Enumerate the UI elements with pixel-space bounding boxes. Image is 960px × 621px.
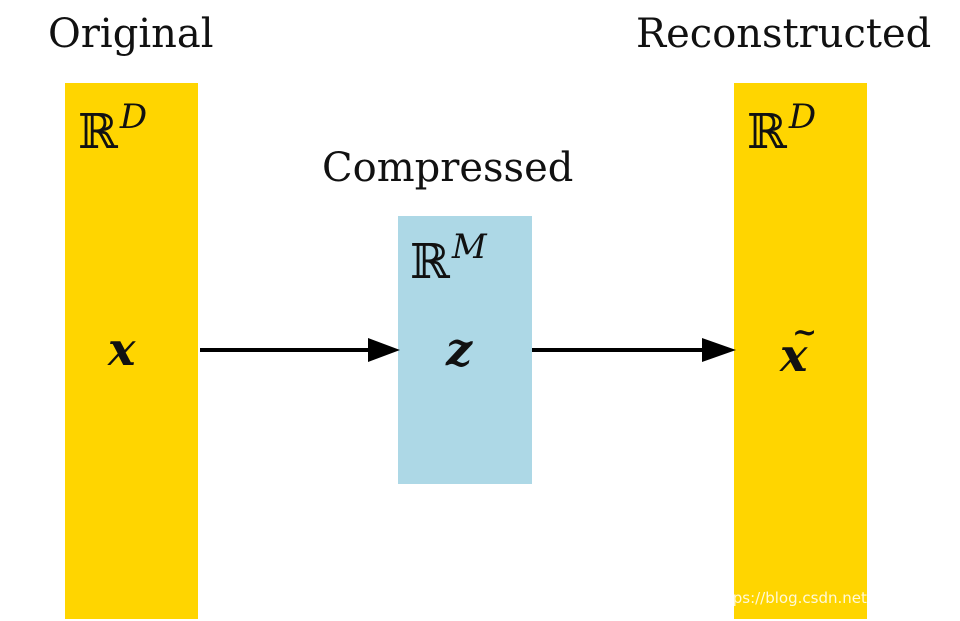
original-title: Original xyxy=(48,11,214,57)
original-space-base: ℝ xyxy=(78,104,118,160)
original-space-label: ℝD xyxy=(78,100,147,156)
compressed-title: Compressed xyxy=(322,145,574,191)
decoder-arrow-head xyxy=(702,338,736,362)
original-space-exponent: D xyxy=(119,97,148,137)
tilde-accent: ~ xyxy=(792,315,818,350)
compressed-block xyxy=(398,216,532,484)
watermark-text: https://blog.csdn.net/chris1994 xyxy=(711,589,946,607)
reconstructed-variable-group: ~ x xyxy=(780,315,820,382)
original-variable: x xyxy=(108,322,136,376)
reconstructed-block xyxy=(734,83,867,619)
reconstructed-space-base: ℝ xyxy=(747,104,787,160)
compressed-space-base: ℝ xyxy=(410,234,450,290)
compressed-space-exponent: M xyxy=(451,227,487,267)
reconstructed-title: Reconstructed xyxy=(636,11,932,57)
reconstructed-space-label: ℝD xyxy=(747,100,816,156)
reconstructed-space-exponent: D xyxy=(788,97,817,137)
original-block xyxy=(65,83,198,619)
compressed-variable: z xyxy=(446,322,473,376)
compressed-space-label: ℝM xyxy=(410,230,487,286)
encoder-arrow-head xyxy=(368,338,400,362)
reconstructed-variable: x xyxy=(780,328,808,382)
